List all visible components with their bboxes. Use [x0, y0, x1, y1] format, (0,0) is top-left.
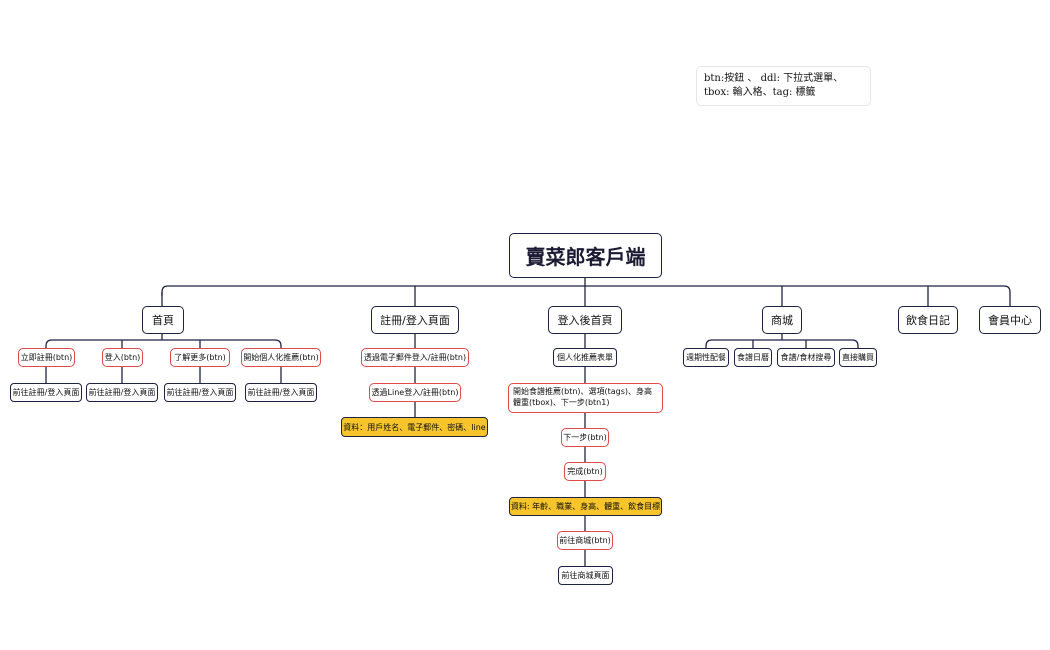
node-next-btn[interactable]: 下一步(btn) — [561, 428, 609, 447]
node-login-btn[interactable]: 登入(btn) — [102, 348, 143, 367]
node-start-personalized-btn[interactable]: 開始個人化推薦(btn) — [241, 348, 321, 367]
node-goto-register-page[interactable]: 前往註冊/登入頁面 — [10, 383, 82, 402]
node-home[interactable]: 首頁 — [142, 306, 184, 334]
node-goto-register-page[interactable]: 前往註冊/登入頁面 — [86, 383, 158, 402]
node-diet-diary[interactable]: 飲食日記 — [898, 306, 958, 334]
node-recipe-calendar[interactable]: 食譜日曆 — [734, 348, 772, 367]
connector — [161, 285, 1011, 306]
root-node[interactable]: 賣菜郎客戶端 — [509, 233, 662, 278]
node-mall[interactable]: 商城 — [762, 306, 802, 334]
node-goto-mall-btn[interactable]: 前往商城(btn) — [557, 531, 613, 550]
node-goto-mall-page[interactable]: 前往商城頁面 — [558, 566, 613, 585]
node-after-login-home[interactable]: 登入後首頁 — [548, 306, 622, 334]
node-member-center[interactable]: 會員中心 — [979, 306, 1041, 334]
node-register-data-fields[interactable]: 資料：用戶姓名、電子郵件、密碼、line — [341, 417, 488, 437]
node-direct-purchase[interactable]: 直接購買 — [839, 348, 877, 367]
legend-note: btn:按鈕 、 ddl: 下拉式選單、tbox: 輸入格、tag: 標籤 — [696, 66, 871, 106]
node-register-login[interactable]: 註冊/登入頁面 — [371, 306, 459, 334]
node-personalized-form[interactable]: 個人化推薦表單 — [553, 348, 617, 367]
node-recipe-ingredient-search[interactable]: 食譜/食材搜尋 — [777, 348, 835, 367]
connector — [705, 339, 859, 348]
node-learn-more-btn[interactable]: 了解更多(btn) — [170, 348, 230, 367]
node-finish-btn[interactable]: 完成(btn) — [564, 462, 606, 481]
node-goto-register-page[interactable]: 前往註冊/登入頁面 — [245, 383, 317, 402]
node-goto-register-page[interactable]: 前往註冊/登入頁面 — [164, 383, 236, 402]
node-register-now-btn[interactable]: 立即註冊(btn) — [18, 348, 75, 367]
node-start-recipe-recommend[interactable]: 開始食譜推薦(btn)、選項(tags)、身高體重(tbox)、下一步(btn1… — [508, 383, 663, 413]
node-line-login-btn[interactable]: 透過Line登入/註冊(btn) — [369, 383, 461, 402]
node-email-login-btn[interactable]: 透過電子郵件登入/註冊(btn) — [361, 348, 469, 367]
node-periodic-meals[interactable]: 週期性配餐 — [683, 348, 729, 367]
node-profile-data-fields[interactable]: 資料: 年齡、職業、身高、體重、飲食目標 — [509, 497, 662, 516]
connector — [45, 339, 282, 348]
